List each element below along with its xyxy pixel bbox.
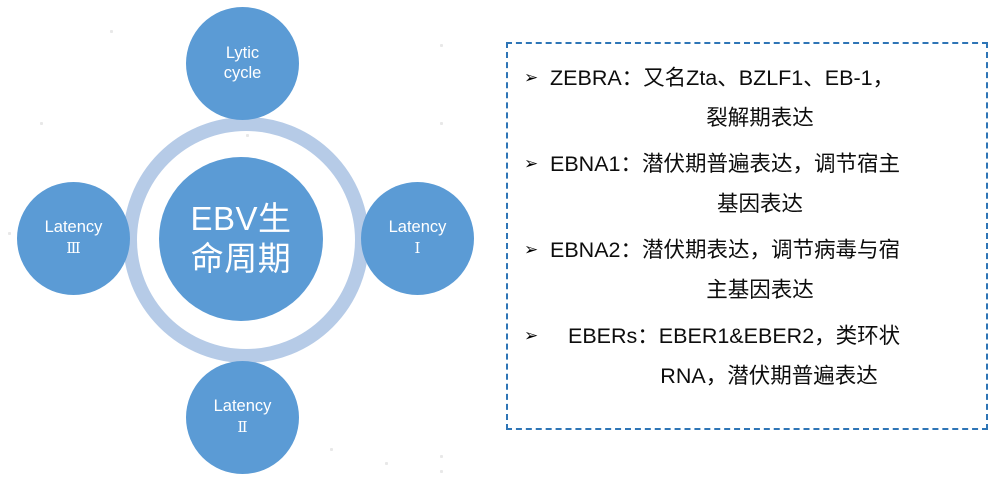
- info-item-line: 裂解期表达: [706, 106, 814, 130]
- gene-expression-info-box: ➢ ZEBRA：又名Zta、BZLF1、EB-1， 裂解期表达 ➢ EBNA1：…: [506, 42, 988, 430]
- background-speckle: [330, 448, 333, 451]
- cycle-node-lytic-cycle[interactable]: Lytic cycle: [186, 7, 299, 120]
- ebv-life-cycle-diagram: Lytic cycle Latency Ⅰ Latency Ⅱ Latency …: [0, 0, 495, 486]
- info-item-line: EBNA2：潜伏期表达，调节病毒与宿: [550, 238, 901, 262]
- info-item-text: EBNA2：潜伏期表达，调节病毒与宿 主基因表达: [550, 230, 970, 310]
- background-speckle: [110, 30, 113, 33]
- info-list-item-zebra: ➢ ZEBRA：又名Zta、BZLF1、EB-1， 裂解期表达: [524, 58, 970, 138]
- info-item-line: EBNA1：潜伏期普遍表达，调节宿主: [550, 152, 901, 176]
- cycle-node-label-line1: Latency: [388, 218, 447, 237]
- background-speckle: [440, 44, 443, 47]
- cycle-center-label-line2: 命周期: [190, 240, 292, 277]
- info-item-line: RNA，潜伏期普遍表达: [660, 364, 878, 388]
- cycle-node-roman-numeral: Ⅲ: [66, 240, 81, 257]
- cycle-node-label-line2: cycle: [223, 63, 262, 82]
- cycle-node-latency-3[interactable]: Latency Ⅲ: [17, 182, 130, 295]
- background-speckle: [440, 455, 443, 458]
- background-speckle: [385, 462, 388, 465]
- background-speckle: [8, 232, 11, 235]
- background-speckle: [440, 470, 443, 473]
- info-item-line: EBERs：EBER1&EBER2，类环状: [568, 324, 901, 348]
- cycle-center-label-line1: EBV生: [190, 199, 292, 237]
- info-item-text: EBNA1：潜伏期普遍表达，调节宿主 基因表达: [550, 144, 970, 224]
- background-speckle: [40, 122, 43, 125]
- info-list-item-ebna1: ➢ EBNA1：潜伏期普遍表达，调节宿主 基因表达: [524, 144, 970, 224]
- cycle-node-latency-2[interactable]: Latency Ⅱ: [186, 361, 299, 474]
- arrow-bullet-icon: ➢: [524, 68, 539, 88]
- arrow-bullet-icon: ➢: [524, 240, 539, 260]
- cycle-node-label-line1: Lytic: [225, 44, 260, 63]
- arrow-bullet-icon: ➢: [524, 326, 539, 346]
- info-list-item-ebna2: ➢ EBNA2：潜伏期表达，调节病毒与宿 主基因表达: [524, 230, 970, 310]
- cycle-node-label-line1: Latency: [44, 218, 103, 237]
- info-item-line: 主基因表达: [706, 278, 814, 302]
- cycle-node-label-line1: Latency: [213, 397, 272, 416]
- cycle-node-roman-numeral: Ⅱ: [237, 419, 248, 436]
- cycle-node-roman-numeral: Ⅰ: [414, 240, 421, 257]
- info-list-item-ebers: ➢ EBERs：EBER1&EBER2，类环状 RNA，潜伏期普遍表达: [524, 316, 970, 396]
- info-item-text: ZEBRA：又名Zta、BZLF1、EB-1， 裂解期表达: [550, 58, 970, 138]
- info-item-line: 基因表达: [716, 192, 803, 216]
- info-item-text: EBERs：EBER1&EBER2，类环状 RNA，潜伏期普遍表达: [568, 316, 970, 396]
- cycle-center-node[interactable]: EBV生 命周期: [159, 157, 323, 321]
- cycle-node-latency-1[interactable]: Latency Ⅰ: [361, 182, 474, 295]
- background-speckle: [246, 134, 249, 137]
- info-item-line: ZEBRA：又名Zta、BZLF1、EB-1，: [550, 66, 895, 90]
- arrow-bullet-icon: ➢: [524, 154, 539, 174]
- background-speckle: [440, 122, 443, 125]
